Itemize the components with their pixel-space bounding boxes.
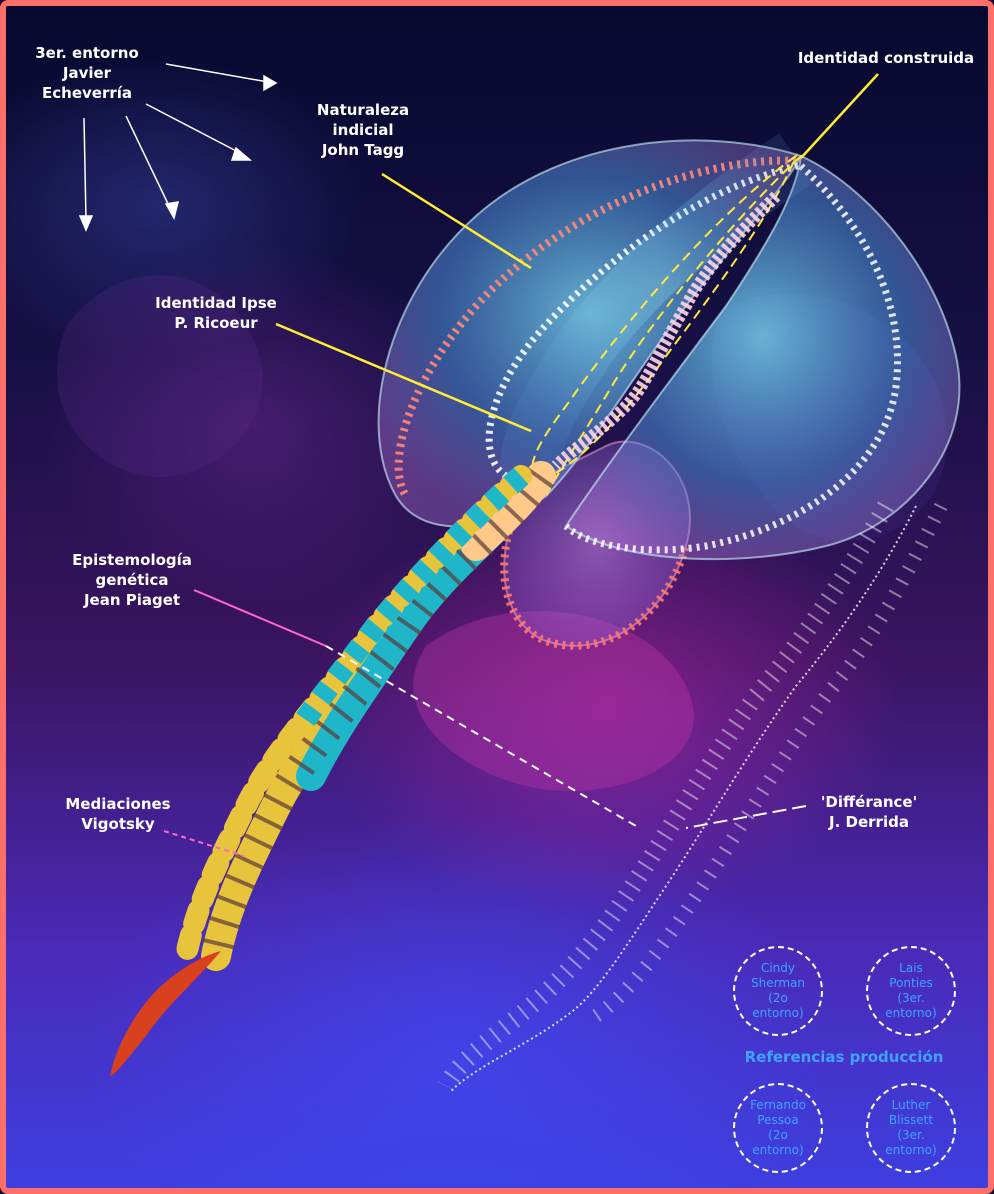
reference-circle-fernando-pessoa: Fernando Pessoa (2o entorno): [733, 1083, 823, 1173]
label-naturaleza-indicial: Naturaleza indicial John Tagg: [308, 100, 418, 160]
arrow-down: [84, 118, 86, 220]
references-title: Referencias producción: [744, 1048, 944, 1066]
reference-circle-cindy-sherman: Cindy Sherman (2o entorno): [733, 946, 823, 1036]
arrow-down-diag: [126, 116, 170, 208]
label-line: Javier: [32, 63, 142, 83]
arrow-diag: [146, 104, 242, 154]
arrow-right: [166, 64, 268, 82]
reference-circle-luther-blissett: Luther Blissett (3er. entorno): [866, 1083, 956, 1173]
label-line: Jean Piaget: [62, 590, 202, 610]
reference-text: Lais Ponties (3er. entorno): [885, 961, 936, 1021]
label-line: Mediaciones: [58, 794, 178, 814]
leader-identidad-construida: [801, 74, 878, 158]
label-line: 3er. entorno: [32, 43, 142, 63]
label-line: 'Différance': [814, 792, 924, 812]
reference-circle-lais-ponties: Lais Ponties (3er. entorno): [866, 946, 956, 1036]
label-javier-echeverria: 3er. entorno Javier Echeverría: [32, 43, 142, 103]
reference-text: Luther Blissett (3er. entorno): [885, 1098, 936, 1158]
label-line: Echeverría: [32, 83, 142, 103]
label-line: indicial: [308, 120, 418, 140]
label-line: John Tagg: [308, 140, 418, 160]
label-differance-derrida: 'Différance' J. Derrida: [814, 792, 924, 832]
label-line: Identidad construida: [796, 48, 976, 68]
reference-text: Fernando Pessoa (2o entorno): [750, 1098, 806, 1158]
label-line: Identidad Ipse: [146, 293, 286, 313]
label-line: P. Ricoeur: [146, 313, 286, 333]
label-line: Epistemología: [62, 550, 202, 570]
label-identidad-construida: Identidad construida: [796, 48, 976, 68]
arrow-right-head: [264, 76, 276, 90]
label-line: genética: [62, 570, 202, 590]
arrow-down-head: [80, 216, 92, 230]
arrow-down-diag-head: [166, 202, 178, 218]
leader-piaget: [194, 590, 326, 646]
label-mediaciones-vigotsky: Mediaciones Vigotsky: [58, 794, 178, 834]
label-line: Naturaleza: [308, 100, 418, 120]
reference-text: Cindy Sherman (2o entorno): [751, 961, 805, 1021]
arrow-diag-head: [232, 148, 250, 160]
label-line: J. Derrida: [814, 812, 924, 832]
leader-derrida: [686, 806, 806, 828]
label-line: Vigotsky: [58, 814, 178, 834]
label-epistemologia-genetica: Epistemología genética Jean Piaget: [62, 550, 202, 610]
label-identidad-ipse: Identidad Ipse P. Ricoeur: [146, 293, 286, 333]
